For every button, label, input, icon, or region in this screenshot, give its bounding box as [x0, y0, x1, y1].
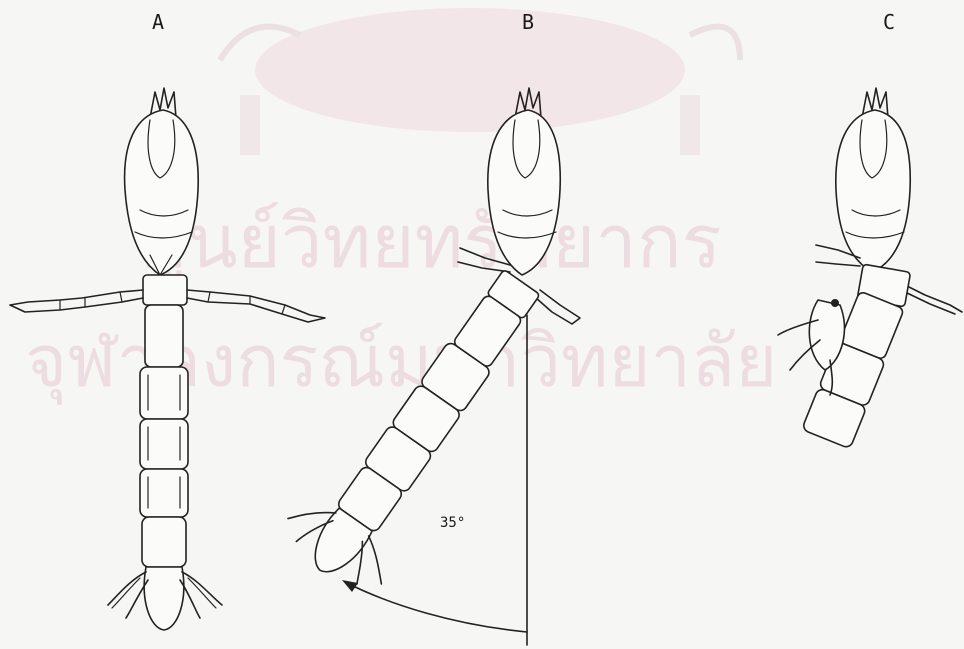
panel-a-label: A — [152, 12, 164, 32]
panel-b-larva — [274, 88, 580, 645]
panel-c-larva — [778, 88, 962, 449]
panel-b-label: B — [522, 12, 534, 32]
panel-a-larva — [10, 88, 325, 630]
panel-c-label: C — [883, 12, 895, 32]
angle-label: 35° — [440, 516, 465, 530]
